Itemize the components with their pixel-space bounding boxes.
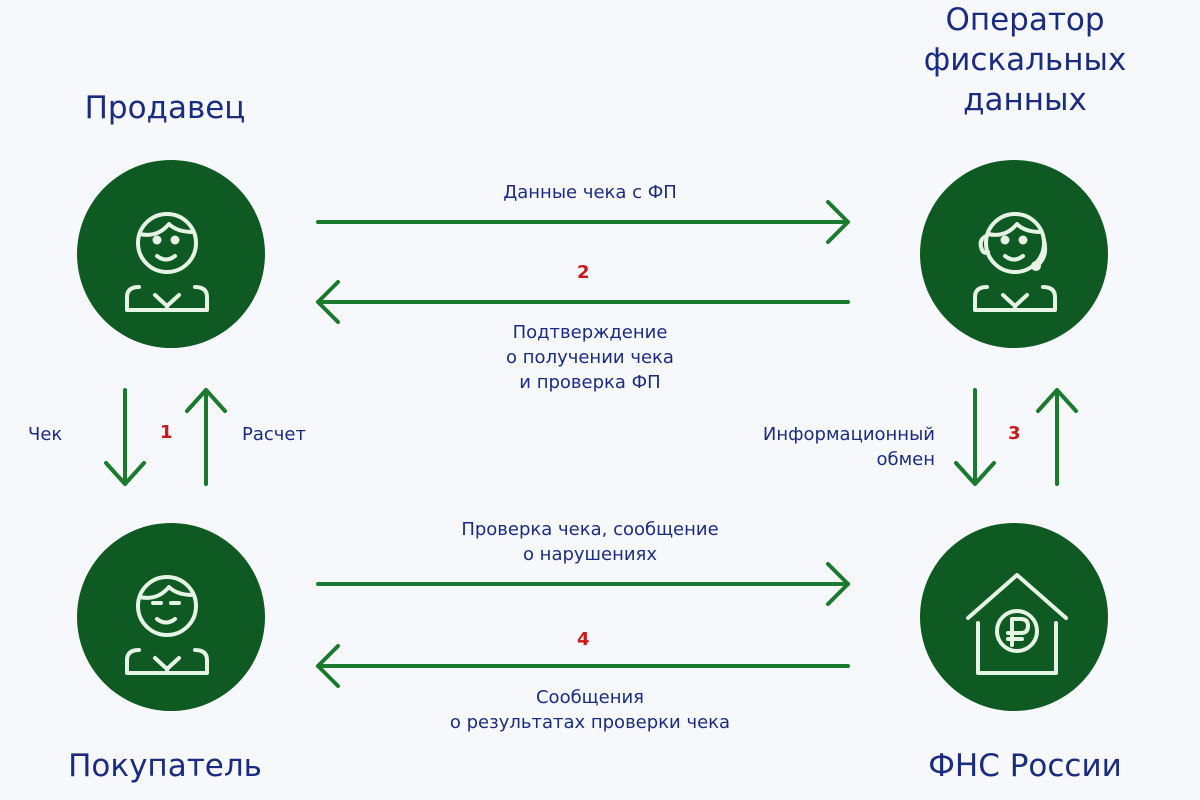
house-ruble-icon (966, 573, 1068, 675)
confirmation-label-line: о получении чека (506, 347, 674, 368)
operator-title-line: Оператор (945, 2, 1105, 38)
arrow-seller-to-buyer (104, 388, 146, 486)
check-verification-label: Проверка чека, сообщение о нарушениях (380, 517, 800, 567)
fns-node (920, 523, 1108, 711)
info-exchange-label: Информационный обмен (690, 422, 935, 472)
operator-node (920, 160, 1108, 348)
arrow-fns-to-buyer (316, 644, 850, 688)
arrow-buyer-to-fns (316, 562, 850, 606)
operator-title: Оператор фискальных данных (890, 0, 1160, 120)
arrow-operator-to-fns (954, 388, 996, 486)
fns-title: ФНС России (928, 748, 1122, 784)
receipt-label: Чек (28, 424, 63, 445)
info-exchange-label-line: Информационный (762, 424, 935, 445)
person-icon (125, 212, 209, 312)
step-number-4: 4 (577, 629, 590, 650)
step-number-2: 2 (577, 262, 590, 283)
results-messages-label-line: Сообщения (535, 687, 645, 708)
step-number-3: 3 (1008, 423, 1021, 444)
arrow-buyer-to-seller (185, 388, 227, 486)
seller-title: Продавец (84, 90, 246, 126)
confirmation-label-line: и проверка ФП (519, 372, 661, 393)
receipt-data-label: Данные чека с ФП (503, 182, 677, 203)
operator-title-line: данных (963, 82, 1087, 118)
confirmation-label-line: Подтверждение (512, 322, 668, 343)
buyer-node (77, 523, 265, 711)
step-number-1: 1 (160, 422, 173, 443)
check-verification-label-line: о нарушениях (522, 544, 658, 565)
arrow-operator-to-seller (316, 280, 850, 324)
seller-node (77, 160, 265, 348)
operator-headset-icon (973, 212, 1057, 312)
arrow-seller-to-operator (316, 200, 850, 244)
operator-title-line: фискальных (923, 42, 1127, 78)
results-messages-label: Сообщения о результатах проверки чека (380, 685, 800, 735)
buyer-title: Покупатель (68, 748, 262, 784)
results-messages-label-line: о результатах проверки чека (449, 712, 731, 733)
payment-label: Расчет (242, 424, 306, 445)
person-icon (125, 575, 209, 675)
check-verification-label-line: Проверка чека, сообщение (461, 519, 719, 540)
arrow-fns-to-operator (1036, 388, 1078, 486)
info-exchange-label-line: обмен (876, 449, 935, 470)
confirmation-label: Подтверждение о получении чека и проверк… (380, 320, 800, 395)
